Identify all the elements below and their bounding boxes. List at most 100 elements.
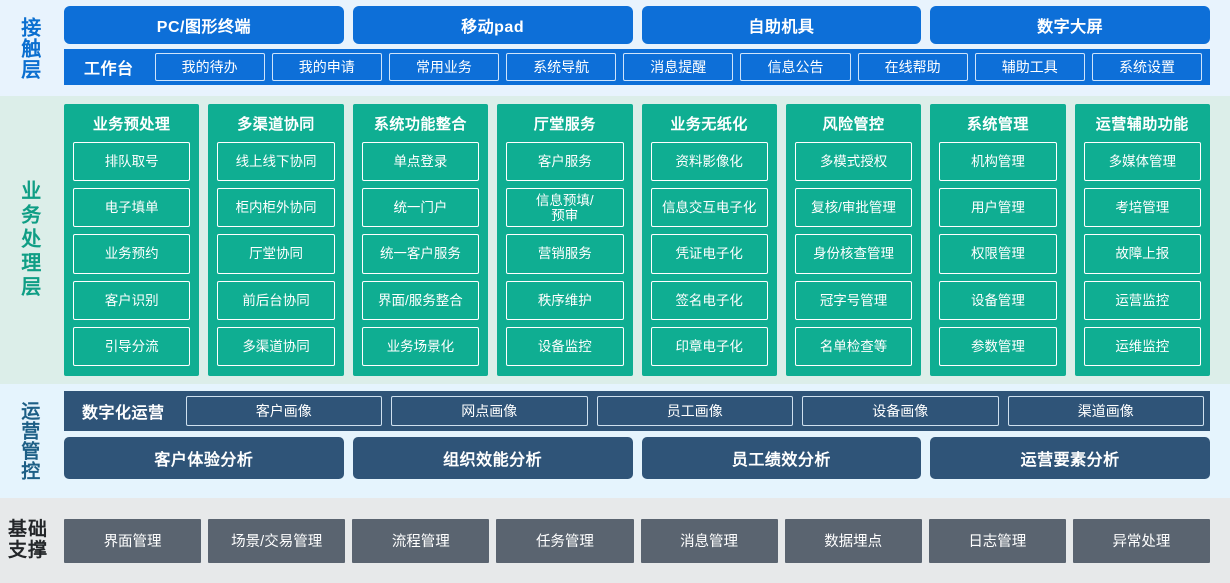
biz-item-fault-reporting[interactable]: 故障上报 [1083,234,1201,274]
biz-item-counter-collab[interactable]: 柜内柜外协同 [217,188,335,228]
biz-item-info-prefill-prereview[interactable]: 信息预填/ 预审 [506,188,624,228]
column-title: 系统功能整合 [373,116,467,133]
biz-item-review-approval-management[interactable]: 复核/审批管理 [794,188,913,228]
biz-item-user-management[interactable]: 用户管理 [939,188,1057,228]
biz-item-single-sign-on[interactable]: 单点登录 [361,142,480,182]
biz-item-identity-verification[interactable]: 身份核查管理 [794,234,913,274]
channel-button-self-service[interactable]: 自助机具 [641,6,922,44]
portrait-employee[interactable]: 员工画像 [596,396,794,426]
base-item-exception-handling[interactable]: 异常处理 [1072,518,1210,563]
biz-item-electronic-form[interactable]: 电子填单 [73,188,191,228]
workbench-item-system-settings[interactable]: 系统设置 [1091,53,1203,81]
biz-item-queue-number[interactable]: 排队取号 [73,142,191,182]
portrait-customer[interactable]: 客户画像 [185,396,383,426]
biz-item-lobby-collab[interactable]: 厅堂协同 [217,234,335,274]
workbench-item-auxiliary-tools[interactable]: 辅助工具 [974,53,1085,81]
channel-row: PC/图形终端 移动pad 自助机具 数字大屏 [64,6,1210,44]
biz-item-voucher-electronic[interactable]: 凭证电子化 [650,234,768,274]
biz-item-signature-electronic[interactable]: 签名电子化 [650,280,768,320]
business-layer: 业务处理层 业务预处理 排队取号 电子填单 业务预约 客户识别 引导分流 多渠道… [0,96,1230,384]
biz-item-unified-customer-service[interactable]: 统一客户服务 [361,234,480,274]
operations-layer: 运营管控 数字化运营 客户画像 网点画像 员工画像 设备画像 渠道画像 客户体验… [0,384,1230,498]
base-item-scenario-transaction-management[interactable]: 场景/交易管理 [208,518,346,563]
biz-item-seal-electronic[interactable]: 印章电子化 [650,326,768,367]
biz-item-document-imaging[interactable]: 资料影像化 [650,142,768,182]
biz-item-permission-management[interactable]: 权限管理 [939,234,1057,274]
workbench-item-online-help[interactable]: 在线帮助 [857,53,968,81]
biz-item-device-management[interactable]: 设备管理 [939,280,1057,320]
business-column-preprocessing: 业务预处理 排队取号 电子填单 业务预约 客户识别 引导分流 [64,104,200,376]
biz-item-watchlist-check[interactable]: 名单检查等 [794,326,913,367]
column-title: 厅堂服务 [533,116,596,133]
workbench-item-common-business[interactable]: 常用业务 [388,53,500,81]
biz-item-device-monitoring[interactable]: 设备监控 [506,326,624,367]
column-title: 多渠道协同 [237,116,315,133]
column-items: 客户服务 信息预填/ 预审 营销服务 秩序维护 设备监控 [506,142,624,367]
workbench-item-my-application[interactable]: 我的申请 [271,53,382,81]
biz-item-operation-monitoring[interactable]: 运营监控 [1083,280,1201,320]
workbench-item-system-navigation[interactable]: 系统导航 [506,53,617,81]
biz-item-order-maintenance[interactable]: 秩序维护 [506,280,624,320]
biz-item-organization-management[interactable]: 机构管理 [939,142,1057,182]
base-items-row: 界面管理 场景/交易管理 流程管理 任务管理 消息管理 数据埋点 日志管理 异常… [64,518,1210,563]
base-layer: 基础 支撑 界面管理 场景/交易管理 流程管理 任务管理 消息管理 数据埋点 日… [0,498,1230,583]
analysis-customer-experience[interactable]: 客户体验分析 [64,437,344,479]
biz-item-ui-service-integration[interactable]: 界面/服务整合 [361,280,480,320]
column-items: 线上线下协同 柜内柜外协同 厅堂协同 前后台协同 多渠道协同 [217,142,335,367]
business-column-lobby-service: 厅堂服务 客户服务 信息预填/ 预审 营销服务 秩序维护 设备监控 [497,104,633,376]
biz-item-appointment[interactable]: 业务预约 [73,234,191,274]
biz-item-info-exchange-electronic[interactable]: 信息交互电子化 [650,188,768,228]
base-item-process-management[interactable]: 流程管理 [352,518,490,563]
biz-item-parameter-management[interactable]: 参数管理 [939,326,1057,367]
biz-item-multimedia-management[interactable]: 多媒体管理 [1083,142,1201,182]
workbench-item-my-todo[interactable]: 我的待办 [154,53,265,81]
workbench-item-message-reminder[interactable]: 消息提醒 [623,53,734,81]
base-item-data-tracking[interactable]: 数据埋点 [784,518,922,563]
biz-item-serial-number-management[interactable]: 冠字号管理 [794,280,913,320]
analysis-organizational-efficiency[interactable]: 组织效能分析 [352,437,633,479]
column-title: 系统管理 [966,116,1029,133]
analysis-row: 客户体验分析 组织效能分析 员工绩效分析 运营要素分析 [64,437,1210,479]
base-item-log-management[interactable]: 日志管理 [928,518,1066,563]
column-title: 业务无纸化 [670,116,748,133]
column-items: 排队取号 电子填单 业务预约 客户识别 引导分流 [73,142,191,367]
biz-item-maintenance-monitoring[interactable]: 运维监控 [1083,326,1201,367]
business-column-system-integration: 系统功能整合 单点登录 统一门户 统一客户服务 界面/服务整合 业务场景化 [352,104,489,376]
contact-layer-label: 接触层 [0,0,56,96]
base-item-ui-management[interactable]: 界面管理 [64,518,202,563]
column-title: 风险管控 [822,116,885,133]
column-title: 业务预处理 [92,116,171,133]
business-layer-body: 业务预处理 排队取号 电子填单 业务预约 客户识别 引导分流 多渠道协同 线上线… [56,96,1230,384]
biz-item-guidance-diversion[interactable]: 引导分流 [73,326,191,367]
channel-button-digital-screen[interactable]: 数字大屏 [930,6,1210,44]
portrait-branch[interactable]: 网点画像 [391,396,588,426]
workbench-title: 工作台 [84,61,134,78]
portrait-channel[interactable]: 渠道画像 [1007,396,1205,426]
analysis-operation-elements[interactable]: 运营要素分析 [930,437,1210,479]
biz-item-unified-portal[interactable]: 统一门户 [361,188,480,228]
workbench-item-announcement[interactable]: 信息公告 [740,53,851,81]
portrait-device[interactable]: 设备画像 [802,396,999,426]
biz-item-multichannel-collab[interactable]: 多渠道协同 [217,326,335,367]
biz-item-customer-identification[interactable]: 客户识别 [73,280,191,320]
operations-layer-label: 运营管控 [0,384,56,498]
business-columns: 业务预处理 排队取号 电子填单 业务预约 客户识别 引导分流 多渠道协同 线上线… [64,104,1210,376]
biz-item-frontend-backend-collab[interactable]: 前后台协同 [217,280,335,320]
business-column-risk-control: 风险管控 多模式授权 复核/审批管理 身份核查管理 冠字号管理 名单检查等 [785,104,922,376]
column-items: 单点登录 统一门户 统一客户服务 界面/服务整合 业务场景化 [361,142,480,367]
base-item-task-management[interactable]: 任务管理 [496,518,634,563]
channel-button-pc[interactable]: PC/图形终端 [64,6,344,44]
business-column-paperless: 业务无纸化 资料影像化 信息交互电子化 凭证电子化 签名电子化 印章电子化 [641,104,777,376]
biz-item-training-management[interactable]: 考培管理 [1083,188,1201,228]
base-layer-label: 基础 支撑 [0,498,56,583]
channel-button-mobile-pad[interactable]: 移动pad [352,6,633,44]
biz-item-marketing-service[interactable]: 营销服务 [506,234,624,274]
biz-item-customer-service[interactable]: 客户服务 [506,142,624,182]
biz-item-business-scenario[interactable]: 业务场景化 [361,326,480,367]
base-item-message-management[interactable]: 消息管理 [640,518,778,563]
biz-item-online-offline-collab[interactable]: 线上线下协同 [217,142,335,182]
biz-item-multimode-authorization[interactable]: 多模式授权 [794,142,913,182]
analysis-employee-performance[interactable]: 员工绩效分析 [641,437,922,479]
contact-layer-body: PC/图形终端 移动pad 自助机具 数字大屏 工作台 我的待办 我的申请 常用… [56,0,1230,96]
